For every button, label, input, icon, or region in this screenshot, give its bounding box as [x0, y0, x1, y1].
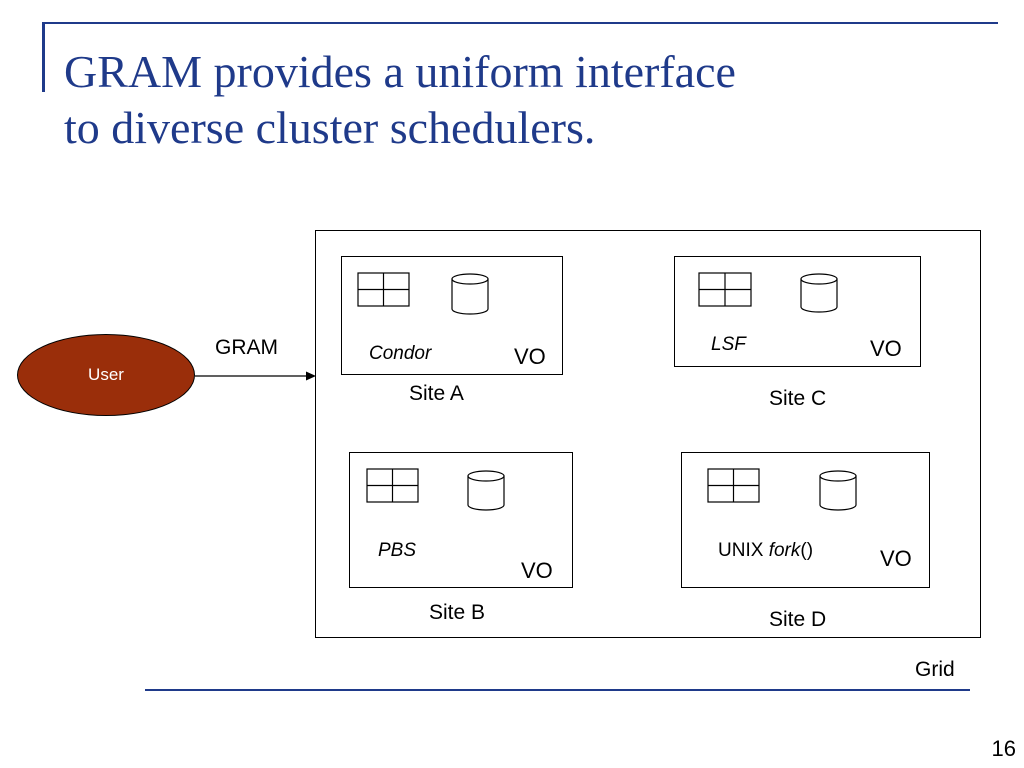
grid-label: Grid	[915, 658, 955, 681]
site-d-scheduler: UNIX fork()	[718, 540, 813, 562]
bottom-rule	[145, 689, 970, 691]
site-b-database-icon	[467, 470, 505, 511]
site-d-scheduler-suffix: ()	[800, 540, 814, 561]
site-b-cluster-icon	[366, 468, 419, 503]
user-node: User	[17, 334, 195, 416]
site-a-scheduler: Condor	[369, 343, 432, 364]
grid-box	[315, 230, 981, 638]
title-line-2: to diverse cluster schedulers.	[64, 102, 596, 153]
site-a-cluster-icon	[357, 272, 410, 307]
site-c-cluster-icon	[698, 272, 752, 307]
site-c-scheduler: LSF	[711, 334, 746, 355]
site-c-vo: VO	[870, 336, 902, 361]
site-d-scheduler-italic: fork	[768, 540, 801, 561]
gram-label: GRAM	[215, 336, 278, 359]
gram-arrow	[195, 371, 316, 381]
site-c-label: Site C	[769, 387, 827, 410]
title-accent-rule	[42, 22, 45, 92]
site-b-label: Site B	[429, 601, 486, 624]
title-line-1: GRAM provides a uniform interface	[64, 46, 736, 97]
site-d-vo: VO	[880, 546, 912, 571]
slide-title: GRAM provides a uniform interface to div…	[64, 44, 964, 156]
site-d-box	[681, 452, 930, 588]
site-b-scheduler: PBS	[378, 540, 417, 561]
site-c-box	[674, 256, 921, 367]
top-rule	[42, 22, 998, 24]
site-a-database-icon	[451, 273, 489, 315]
site-a-vo: VO	[514, 344, 546, 369]
site-a-box	[341, 256, 563, 375]
site-b-vo: VO	[521, 558, 553, 583]
site-a-label: Site A	[409, 382, 464, 405]
site-d-cluster-icon	[707, 468, 760, 503]
site-d-scheduler-prefix: UNIX	[718, 540, 764, 561]
site-d-label: Site D	[769, 608, 827, 631]
user-label: User	[88, 365, 124, 384]
page-number: 16	[991, 736, 1016, 761]
site-c-database-icon	[800, 273, 838, 313]
site-d-database-icon	[819, 470, 857, 511]
site-b-box	[349, 452, 573, 588]
